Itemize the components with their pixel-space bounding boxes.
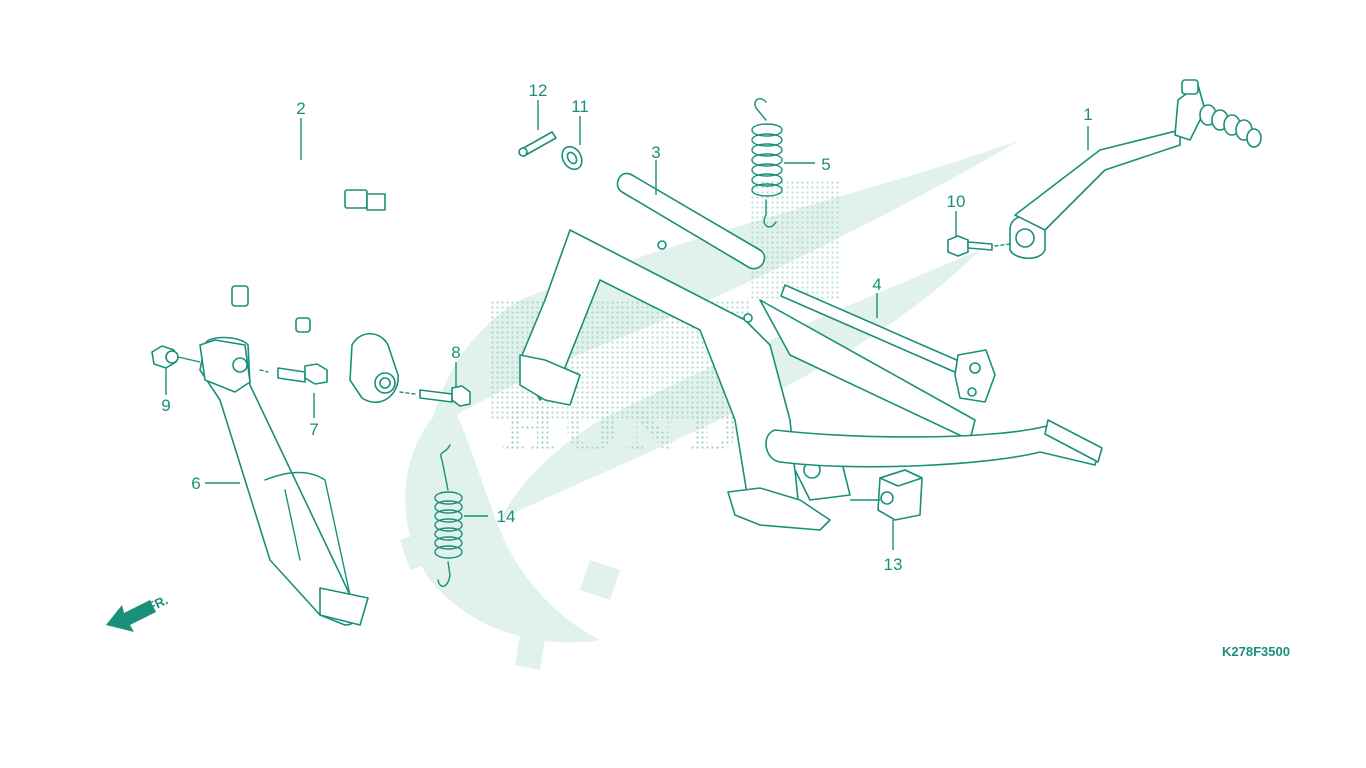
kick-rubber [1199, 104, 1262, 148]
part-1-kick-starter-arm [1009, 79, 1262, 260]
callout-13: 13 [884, 555, 903, 574]
callout-6: 6 [191, 474, 200, 493]
part-5-spring [751, 98, 783, 228]
callout-10: 10 [947, 192, 966, 211]
part-12-cotter-pin [518, 131, 557, 157]
callout-2: 2 [296, 99, 305, 118]
spring-coils-lower [434, 491, 463, 559]
callout-12: 12 [529, 81, 548, 100]
callout-3: 3 [651, 143, 660, 162]
callout-5: 5 [821, 155, 830, 174]
part-8-bolt [399, 385, 471, 407]
part-9-nut [151, 345, 201, 369]
front-direction-indicator: FR. [106, 592, 170, 632]
direction-label: FR. [145, 592, 170, 614]
diagram-ref-code: K278F3500 [1222, 644, 1290, 659]
callout-8: 8 [451, 343, 460, 362]
callout-9: 9 [161, 396, 170, 415]
callout-leaders [165, 100, 1089, 550]
part-11-washer [561, 145, 583, 171]
part-10-bolt [947, 235, 1011, 257]
part-3-stand-arm [765, 419, 1103, 468]
part-2-stop-switch-harness [197, 163, 399, 404]
callout-1: 1 [1083, 105, 1092, 124]
part-7-bolt [259, 363, 328, 385]
callout-labels: 1 2 3 4 5 6 7 8 9 10 11 12 13 14 [161, 81, 1092, 574]
callout-14: 14 [497, 507, 516, 526]
callout-7: 7 [309, 420, 318, 439]
front-arrow-icon [106, 600, 156, 632]
part-4-step-bar [780, 284, 996, 403]
part-14-spring [434, 444, 463, 587]
spring-coils-upper [751, 123, 783, 197]
callout-4: 4 [872, 275, 881, 294]
callout-11: 11 [571, 97, 589, 116]
part-6-brake-pedal [199, 336, 369, 626]
part-13-rubber-stopper [850, 469, 923, 521]
